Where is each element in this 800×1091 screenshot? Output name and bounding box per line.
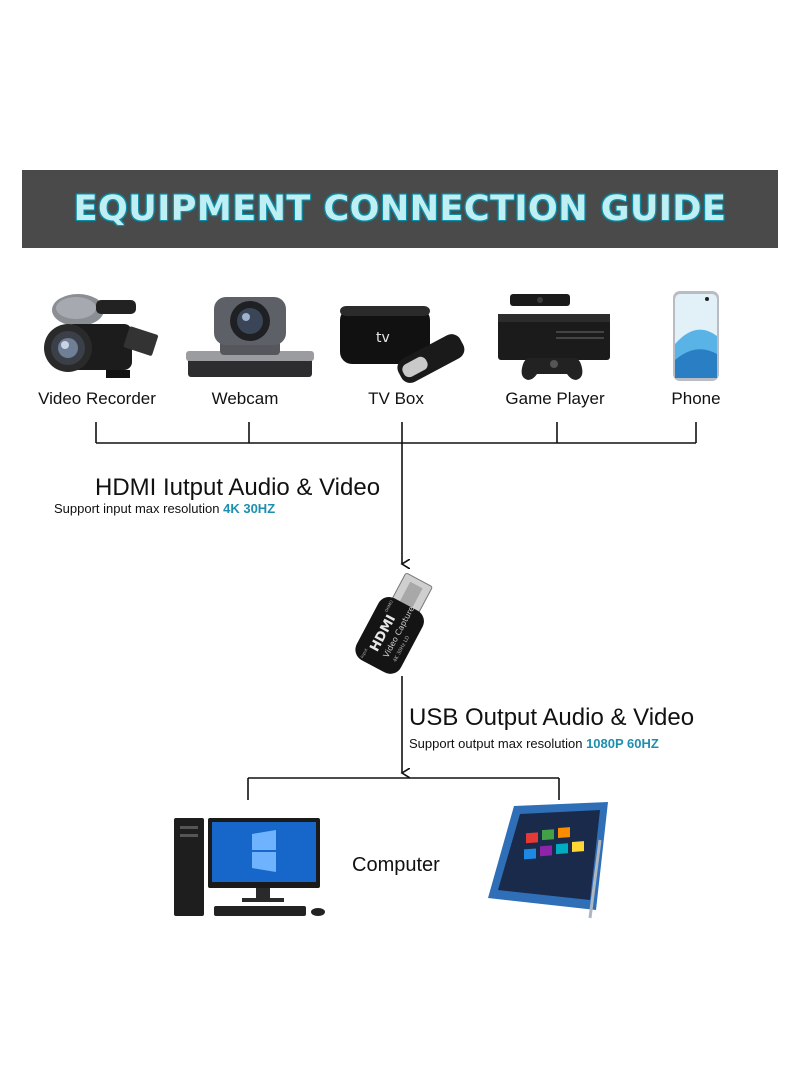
device-label-phone: Phone bbox=[671, 389, 721, 408]
banner-title: EQUIPMENT CONNECTION GUIDE bbox=[73, 189, 727, 229]
input-sub-text: Support input max resolution bbox=[54, 501, 220, 516]
phone-icon bbox=[673, 291, 719, 381]
output-subline: Support output max resolution 1080P 60HZ bbox=[409, 736, 659, 751]
computer-label: Computer bbox=[352, 854, 440, 876]
input-heading: HDMI Iutput Audio & Video bbox=[95, 474, 381, 501]
webcam-icon bbox=[186, 297, 314, 377]
output-resolution: 1080P 60HZ bbox=[586, 736, 659, 751]
device-label-tv-box: TV Box bbox=[368, 389, 424, 408]
input-resolution: 4K 30HZ bbox=[223, 501, 276, 516]
video-recorder-icon bbox=[44, 294, 159, 378]
desktop-computer-icon bbox=[174, 818, 325, 916]
output-sub-text: Support output max resolution bbox=[409, 736, 583, 751]
device-label-webcam: Webcam bbox=[211, 389, 279, 408]
adapter-port: Input bbox=[359, 647, 368, 659]
game-console-icon bbox=[498, 294, 610, 380]
adapter-tip: OHMO bbox=[384, 599, 394, 613]
svg-text:tv: tv bbox=[376, 330, 390, 346]
tablet-icon bbox=[488, 802, 608, 919]
input-subline: Support input max resolution 4K 30HZ bbox=[54, 501, 275, 516]
device-label-game-player: Game Player bbox=[505, 389, 605, 408]
device-label-video-recorder: Video Recorder bbox=[38, 389, 156, 408]
output-heading: USB Output Audio & Video bbox=[409, 704, 695, 731]
capture-adapter-icon: HDMI Video Capture 4K 30Hz LD Input OHMO bbox=[355, 572, 433, 674]
tv-box-icon: tv bbox=[340, 306, 465, 383]
title-banner: EQUIPMENT CONNECTION GUIDE bbox=[22, 170, 778, 248]
